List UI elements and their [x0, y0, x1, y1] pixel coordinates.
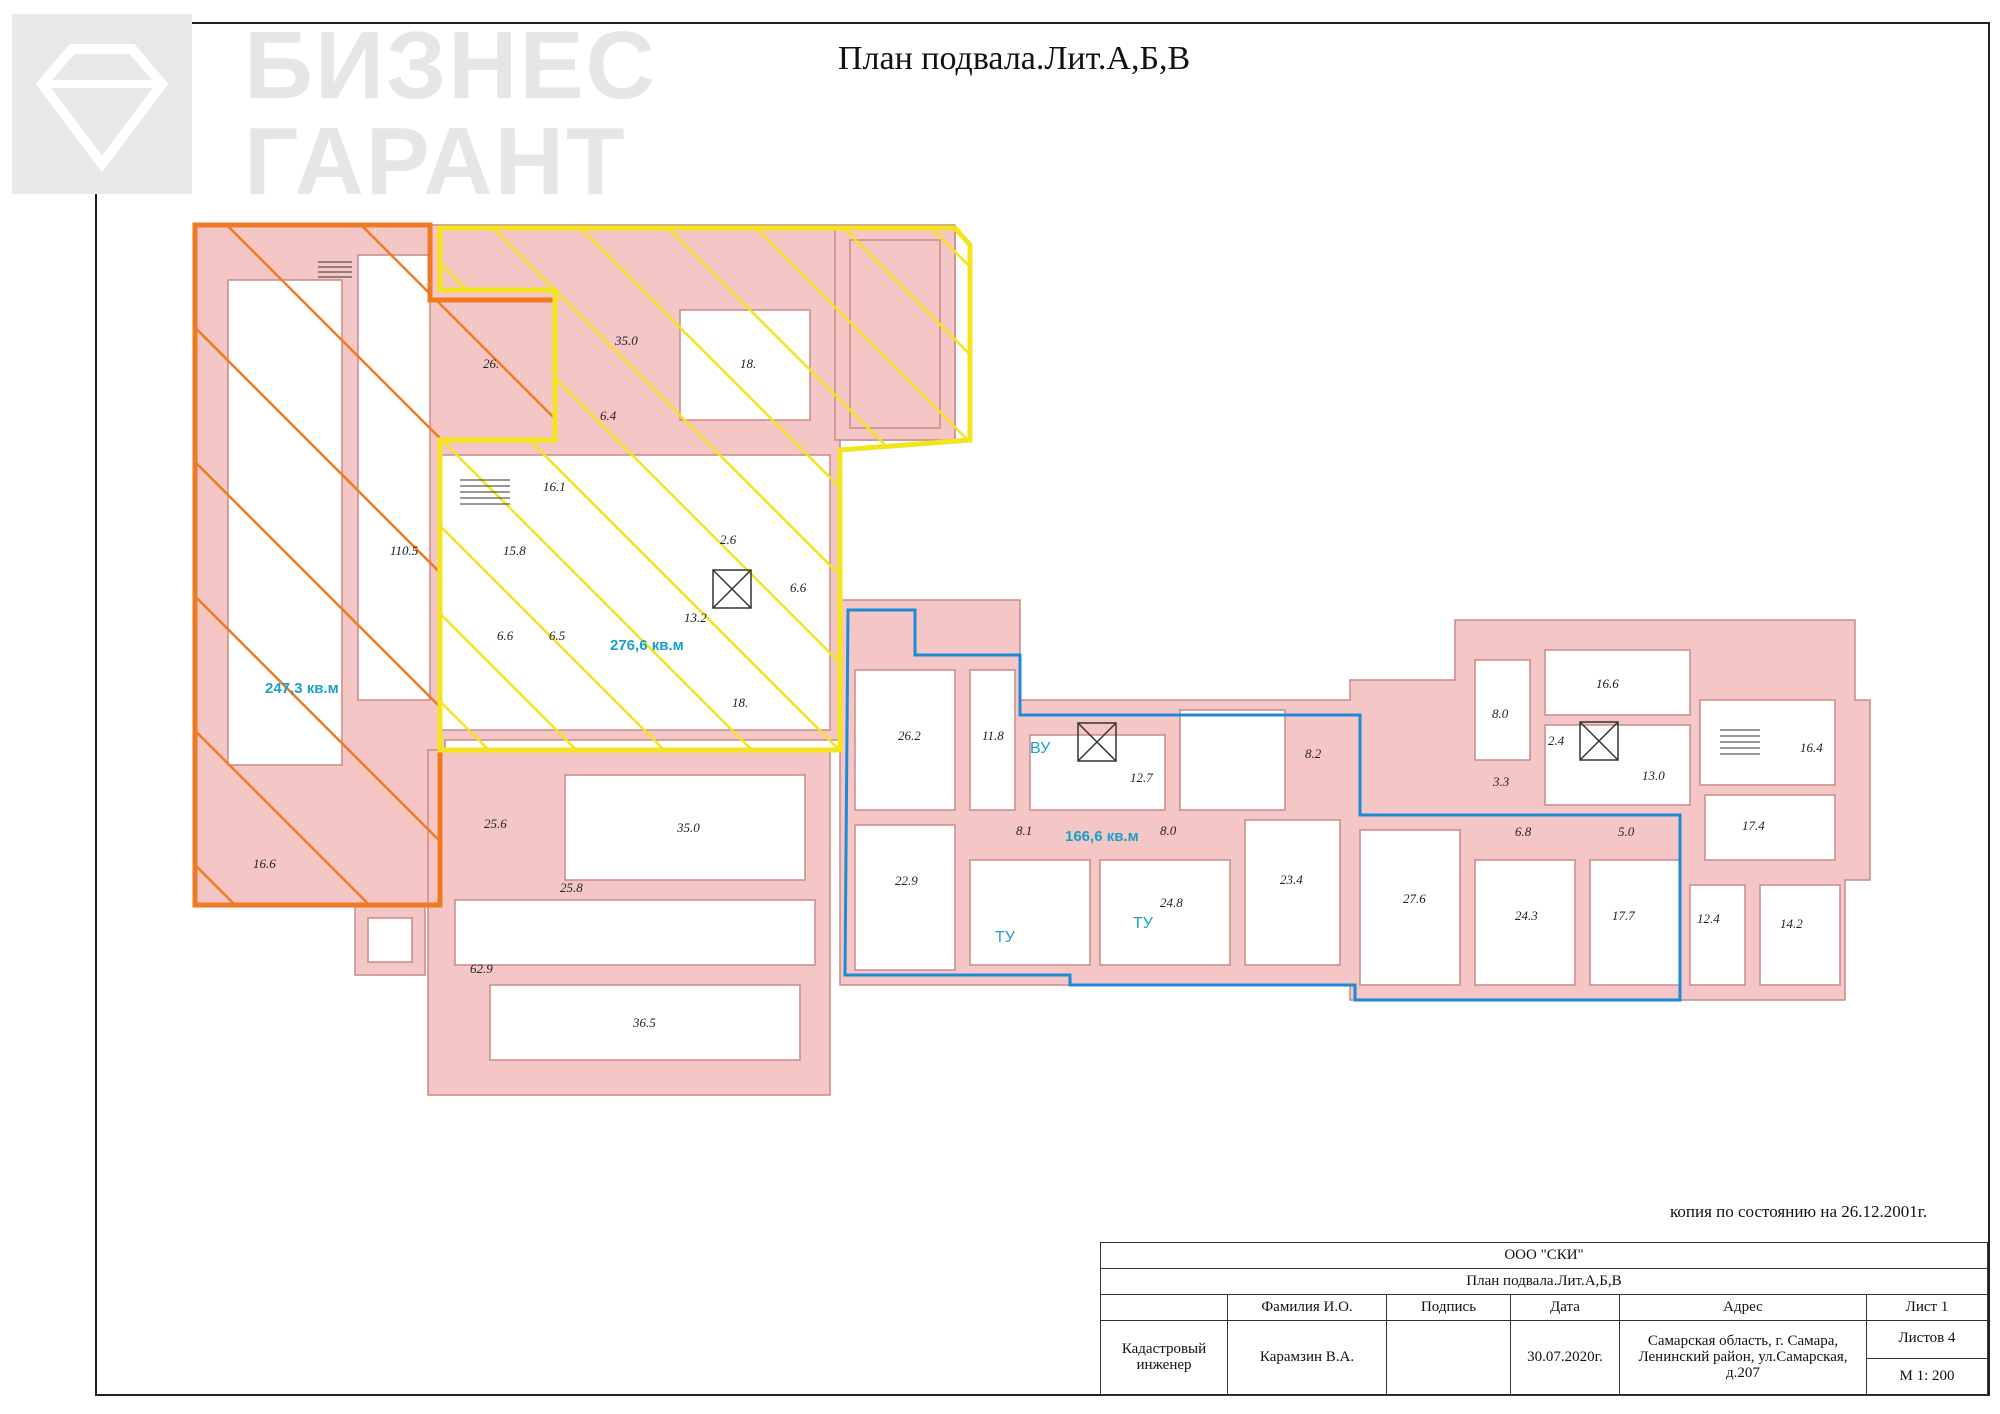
stamp-scale: М 1: 200	[1866, 1357, 1988, 1397]
room-area: 3.3	[1492, 774, 1510, 789]
watermark-line-1: БИЗНЕС	[244, 12, 657, 119]
stamp-role: Кадастровый инженер	[1100, 1320, 1228, 1396]
vu-label: ВУ	[1030, 740, 1051, 757]
blue-zone-area: 166,6 кв.м	[1065, 828, 1139, 845]
room-area: 17.7	[1612, 908, 1635, 923]
room-area: 8.1	[1016, 823, 1032, 838]
watermark: БИЗНЕС ГАРАНТ	[12, 14, 655, 210]
room-area: 12.4	[1697, 911, 1720, 926]
stamp-signature	[1386, 1320, 1511, 1396]
room-area: 13.2	[684, 610, 707, 625]
stamp-header-sign: Подпись	[1386, 1294, 1511, 1322]
room-area: 8.0	[1492, 706, 1509, 721]
room-area: 25.8	[560, 880, 583, 895]
room-area: 62.9	[470, 961, 493, 976]
room-area: 23.4	[1280, 872, 1303, 887]
room-area: 2.4	[1548, 733, 1565, 748]
room-area: 6.8	[1515, 824, 1532, 839]
plan-title: План подвала.Лит.А,Б,В	[838, 40, 1191, 77]
stamp-header-name: Фамилия И.О.	[1227, 1294, 1387, 1322]
room-area: 24.3	[1515, 908, 1538, 923]
drawing-frame	[95, 22, 1990, 1396]
stamp-header-address: Адрес	[1619, 1294, 1867, 1322]
stamp-empty	[1100, 1294, 1228, 1322]
room-area: 18.	[732, 695, 748, 710]
room-area: 13.0	[1642, 768, 1665, 783]
room-area: 16.6	[253, 856, 276, 871]
room-area: 110.5	[390, 543, 419, 558]
stamp-person: Карамзин В.А.	[1227, 1320, 1387, 1396]
stamp-address: Самарская область, г. Самара, Ленинский …	[1619, 1320, 1867, 1396]
yellow-zone: 276,6 кв.м	[437, 225, 973, 753]
blue-zone	[843, 608, 1682, 1002]
copy-note: копия по состоянию на 26.12.2001г.	[1670, 1202, 1928, 1221]
stairs-icon	[318, 261, 1760, 755]
orange-zone-area: 247,3 кв.м	[265, 680, 339, 697]
room-area: 26.	[483, 356, 499, 371]
room-area: 17.4	[1742, 818, 1765, 833]
diamond-logo-icon	[12, 14, 192, 194]
room-area: 14.2	[1780, 916, 1803, 931]
room-area: 2.6	[720, 532, 737, 547]
stamp-header-date: Дата	[1510, 1294, 1620, 1322]
room-area: 26.2	[898, 728, 921, 743]
tu-label-2: ТУ	[1133, 915, 1154, 932]
title-block: ООО "СКИ" План подвала.Лит.А,Б,В Фамилия…	[1100, 1241, 1988, 1397]
room-area: 5.0	[1618, 824, 1635, 839]
room-labels: 110.5 26. 35.0 18. 6.4 16.1 15.8 2.6 6.6…	[253, 333, 1823, 1030]
room-area: 8.2	[1305, 746, 1322, 761]
room-area: 36.5	[632, 1015, 656, 1030]
room-area: 16.4	[1800, 740, 1823, 755]
elevator-icon	[712, 569, 1619, 762]
room-area: 24.8	[1160, 895, 1183, 910]
room-area: 35.0	[676, 820, 700, 835]
stamp-org: ООО "СКИ"	[1100, 1241, 1988, 1270]
room-area: 15.8	[503, 543, 526, 558]
stamp-sheet: Лист 1	[1866, 1294, 1988, 1322]
room-area: 6.6	[497, 628, 514, 643]
stamp-title: План подвала.Лит.А,Б,В	[1100, 1268, 1988, 1296]
room-area: 27.6	[1403, 891, 1426, 906]
room-area: 16.1	[543, 479, 566, 494]
watermark-line-2: ГАРАНТ	[244, 108, 627, 215]
stamp-sheets: Листов 4	[1866, 1320, 1988, 1359]
room-area: 12.7	[1130, 770, 1153, 785]
room-area: 25.6	[484, 816, 507, 831]
room-area: 11.8	[982, 728, 1004, 743]
room-area: 6.4	[600, 408, 617, 423]
room-area: 35.0	[614, 333, 638, 348]
room-area: 6.6	[790, 580, 807, 595]
yellow-zone-area: 276,6 кв.м	[610, 637, 684, 654]
room-area: 18.	[740, 356, 756, 371]
room-area: 6.5	[549, 628, 566, 643]
stamp-date: 30.07.2020г.	[1510, 1320, 1620, 1396]
room-area: 22.9	[895, 873, 918, 888]
tu-label-1: ТУ	[995, 929, 1016, 946]
room-area: 8.0	[1160, 823, 1177, 838]
room-area: 16.6	[1596, 676, 1619, 691]
